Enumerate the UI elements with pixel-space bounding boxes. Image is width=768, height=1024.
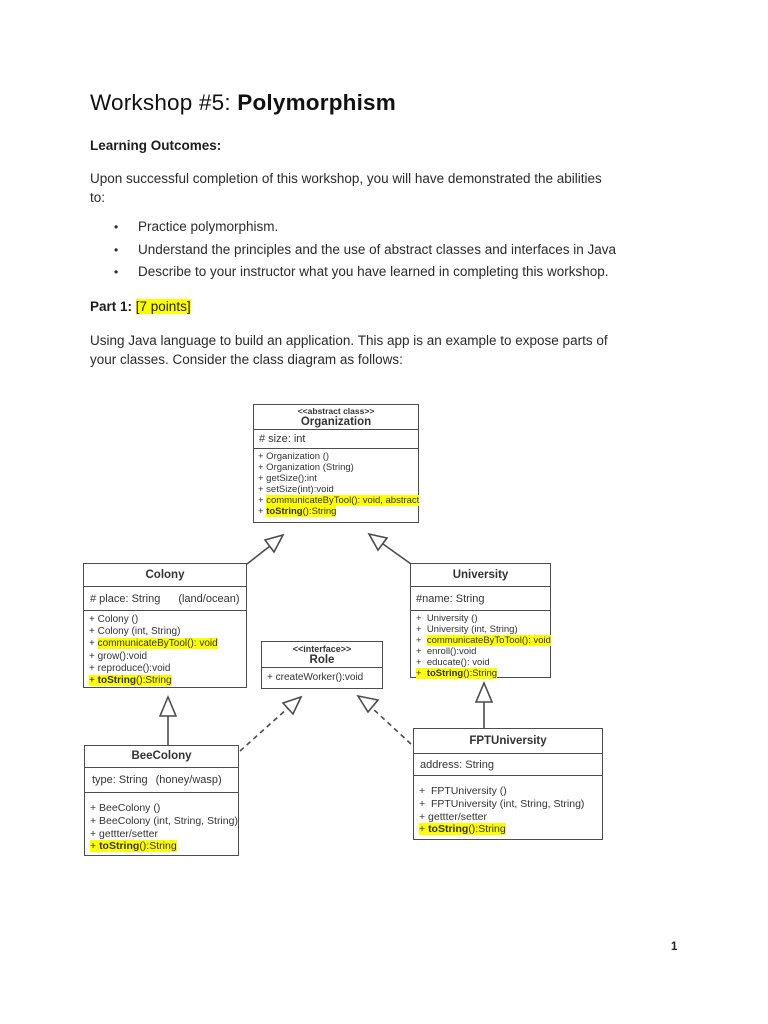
class-method: + Organization (): [258, 451, 330, 462]
class-method: + setSize(int):void: [258, 483, 334, 495]
interface-box-role: <<interface>> Role + createWorker():void: [261, 641, 383, 689]
class-box-organization: <<abstract class>> Organization # size: …: [253, 404, 420, 523]
realization-arrow-beecolony-role: [239, 695, 303, 752]
class-method: + gettter/setter: [90, 827, 158, 840]
learning-outcomes-heading: Learning Outcomes:: [90, 138, 222, 153]
class-box-fptuniversity: FPTUniversity address: String + FPTUnive…: [413, 728, 603, 840]
class-method: + BeeColony (): [90, 802, 161, 814]
class-attribute: type: String(honey/wasp): [85, 768, 238, 793]
class-box-university: University #name: String + University ()…: [410, 563, 551, 679]
bullet-icon: •: [114, 220, 119, 234]
class-header: BeeColony: [85, 746, 238, 768]
class-header: University: [411, 564, 550, 587]
class-name: FPTUniversity: [469, 734, 547, 747]
bullet-item: •Describe to your instructor what you ha…: [114, 264, 609, 280]
class-method: + Colony (): [89, 614, 139, 625]
class-method: + FPTUniversity (int, String, String): [419, 797, 585, 810]
class-stereotype: <<interface>>: [292, 643, 352, 654]
class-method: + communicateByToTool(): void: [416, 634, 551, 646]
part1-heading: Part 1: [7 points]: [90, 299, 191, 314]
class-attribute: #name: String: [411, 587, 550, 611]
inheritance-arrow-colony-organization: [246, 533, 285, 565]
class-name: Colony: [145, 568, 185, 581]
class-method: + toString():String: [416, 667, 498, 679]
intro-paragraph: Upon successful completion of this works…: [90, 171, 602, 205]
inheritance-arrow-fptuniversity-university: [474, 680, 494, 728]
class-name: Role: [309, 653, 335, 666]
part1-label: Part 1:: [90, 299, 136, 314]
bullet-item: •Understand the principles and the use o…: [114, 241, 617, 257]
class-stereotype: <<abstract class>>: [297, 405, 375, 416]
class-method: + University (): [416, 613, 478, 624]
class-method: + communicateByTool(): void: [89, 638, 218, 650]
class-method: + educate(): void: [416, 656, 490, 668]
class-method: + Colony (int, String): [89, 626, 181, 638]
page-title: Workshop #5: Polymorphism: [90, 90, 396, 116]
bullet-item: •Practice polymorphism.: [114, 219, 279, 234]
part1-paragraph: Using Java language to build an applicat…: [90, 333, 608, 367]
class-method: + reproduce():void: [89, 662, 171, 674]
part1-points-badge: [7 points]: [135, 299, 191, 314]
class-methods: + createWorker():void: [262, 668, 382, 683]
class-method: + communicateByTool(): void, abstract: [258, 494, 420, 506]
class-box-colony: Colony # place: String(land/ocean) + Col…: [83, 563, 247, 688]
class-box-beecolony: BeeColony type: String(honey/wasp) + Bee…: [84, 745, 239, 856]
class-header: FPTUniversity: [414, 729, 602, 754]
class-name: University: [452, 568, 509, 581]
class-name: BeeColony: [131, 750, 192, 763]
bullet-icon: •: [114, 265, 119, 280]
class-name: Organization: [300, 415, 372, 428]
class-method: + toString():String: [90, 840, 177, 853]
realization-arrow-fptuniversity-role: [356, 694, 412, 745]
page-title-bold: Polymorphism: [237, 90, 396, 115]
inheritance-arrow-university-organization: [367, 532, 412, 565]
class-header: <<abstract class>> Organization: [254, 405, 418, 430]
class-method: + gettter/setter: [419, 810, 487, 823]
class-attribute: address: String: [414, 754, 602, 776]
page-title-normal: Workshop #5:: [90, 90, 238, 115]
class-methods: + BeeColony () + BeeColony (int, String,…: [85, 793, 238, 853]
class-header: <<interface>> Role: [262, 642, 382, 668]
bullet-list: •Practice polymorphism. •Understand the …: [114, 219, 616, 287]
class-header: Colony: [84, 564, 246, 587]
class-method: + grow():void: [89, 650, 148, 662]
class-methods: + University () + University (int, Strin…: [411, 611, 551, 679]
class-method: + getSize():int: [258, 472, 317, 484]
class-attribute: # size: int: [254, 430, 418, 449]
inheritance-arrow-beecolony-colony: [158, 694, 178, 745]
class-method: + FPTUniversity (): [419, 785, 507, 797]
class-method: + createWorker():void: [267, 672, 364, 683]
class-methods: + Colony () + Colony (int, String) + com…: [84, 611, 246, 687]
class-method: + BeeColony (int, String, String): [90, 814, 238, 827]
bullet-icon: •: [114, 242, 119, 257]
class-method: + toString():String: [89, 675, 172, 687]
class-methods: + FPTUniversity () + FPTUniversity (int,…: [414, 776, 602, 836]
class-method: + University (int, String): [416, 623, 518, 635]
class-method: + enroll():void: [416, 645, 477, 657]
class-attribute: # place: String(land/ocean): [84, 587, 246, 611]
page-number: 1: [671, 941, 678, 953]
class-method: + toString():String: [419, 823, 506, 836]
class-methods: + Organization () + Organization (String…: [254, 449, 420, 517]
class-method: + Organization (String): [258, 461, 354, 473]
class-method: + toString():String: [258, 505, 337, 517]
